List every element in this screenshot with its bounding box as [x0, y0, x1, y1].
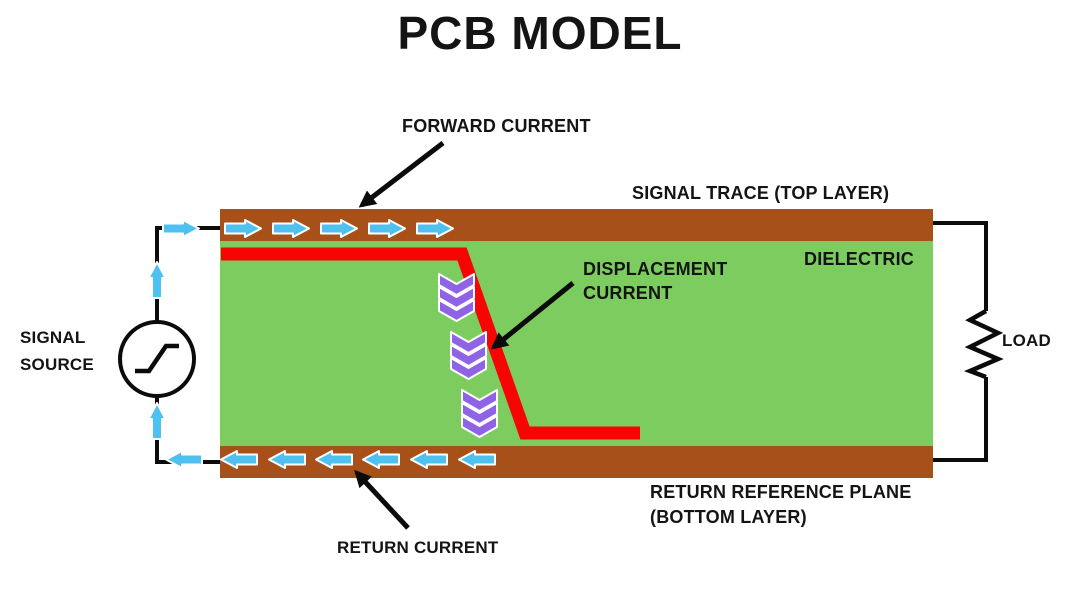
- displacement-current-line2: CURRENT: [583, 283, 673, 303]
- return-current-label: RETURN CURRENT: [337, 538, 499, 557]
- circuit-wire-right: [933, 221, 988, 462]
- signal-source-line2: SOURCE: [20, 355, 94, 374]
- return-plane-line1: RETURN REFERENCE PLANE: [650, 482, 912, 502]
- arrow-right-icon: [162, 219, 200, 238]
- load-resistor-icon: [963, 309, 1004, 380]
- return-plane-line2: (BOTTOM LAYER): [650, 507, 807, 527]
- arrow-up-icon: [147, 261, 167, 299]
- forward-current-label: FORWARD CURRENT: [402, 116, 591, 136]
- page-title: PCB MODEL: [397, 7, 683, 59]
- arrow-left-icon: [165, 450, 203, 469]
- displacement-current-label: DISPLACEMENT CURRENT: [583, 257, 727, 305]
- displacement-current-pointer-arrow: [490, 281, 575, 350]
- dielectric-layer: [220, 241, 933, 446]
- forward-current-pointer-arrow: [358, 141, 445, 208]
- signal-source-label: SIGNAL SOURCE: [20, 324, 94, 378]
- signal-trace-label: SIGNAL TRACE (TOP LAYER): [632, 183, 890, 203]
- signal-source-line1: SIGNAL: [20, 328, 86, 347]
- load-label: LOAD: [1002, 331, 1051, 350]
- return-plane-label: RETURN REFERENCE PLANE (BOTTOM LAYER): [650, 480, 911, 530]
- dielectric-label: DIELECTRIC: [804, 249, 914, 269]
- arrow-up-icon: [147, 402, 167, 440]
- return-current-arrows: [165, 450, 496, 469]
- displacement-current-line1: DISPLACEMENT: [583, 259, 728, 279]
- signal-source-icon: [118, 320, 196, 398]
- return-current-pointer-arrow: [354, 469, 410, 530]
